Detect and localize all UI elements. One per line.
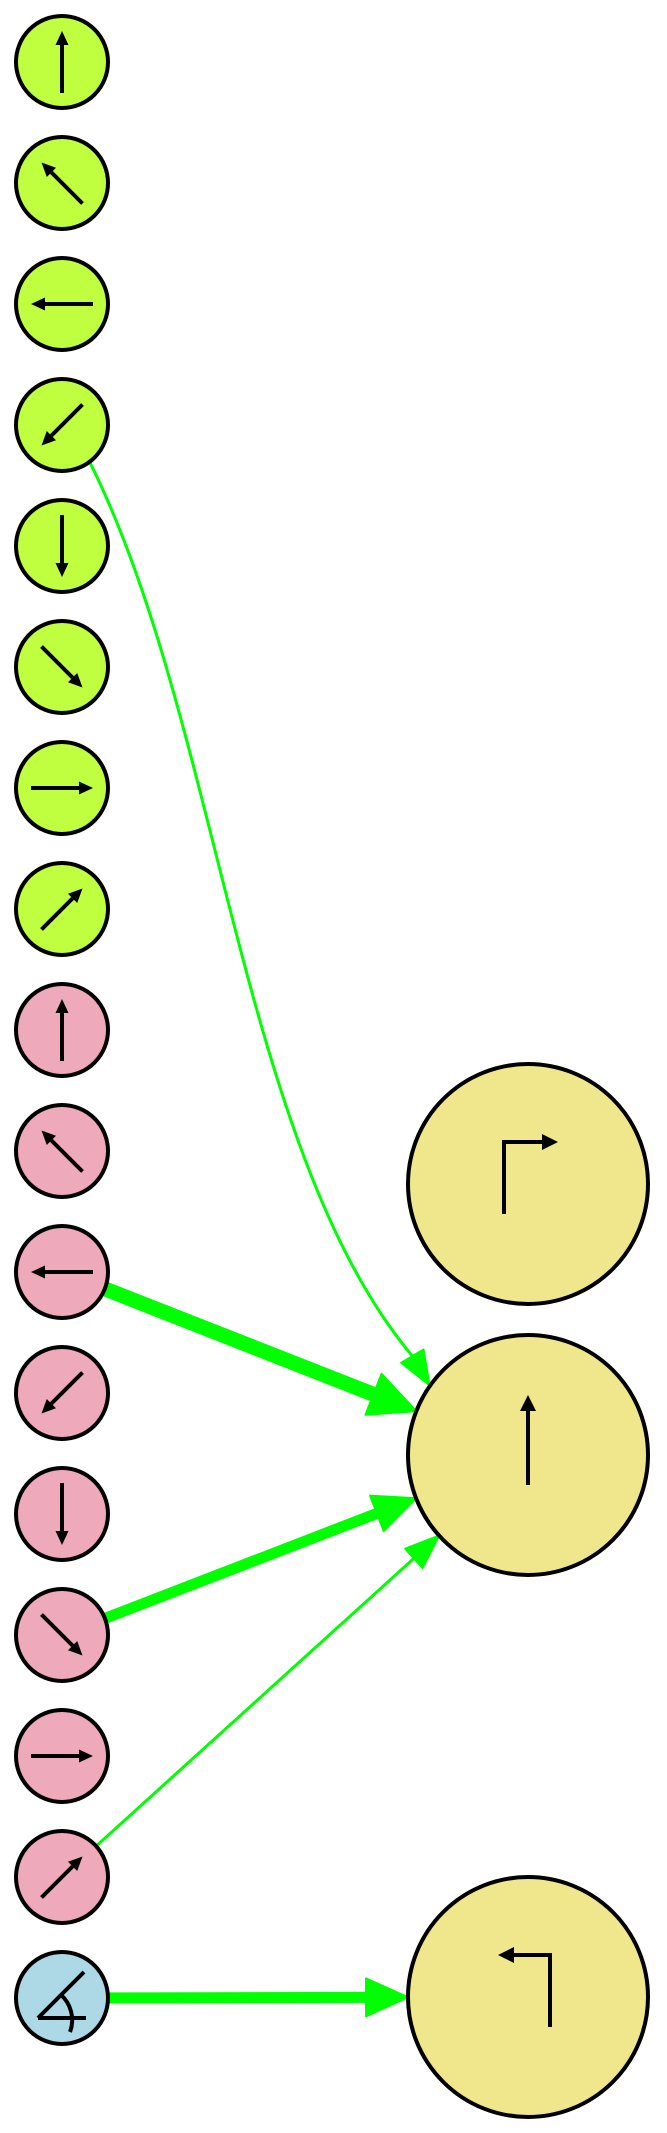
edge-line [88,460,414,1358]
node-pink-right [14,1708,110,1804]
edge-arrowhead [364,1977,410,2018]
arrow-up-left-icon [41,162,84,205]
angle-icon [36,1970,86,2033]
edge-blue-angle-to-out-turn-left [102,1977,410,2018]
edge-pink-down-right-to-out-straight [99,1494,418,1624]
edge-lime-down-left-to-out-straight [88,460,431,1387]
edge-pink-up-right-to-out-straight [94,1534,441,1848]
edge-line [102,1991,372,2004]
node-blue-angle [14,1950,110,2046]
node-lime-down-left [14,377,110,473]
edge-line [99,1507,383,1624]
node-pink-up [14,982,110,1078]
edge-line [94,1556,416,1848]
node-lime-down [14,498,110,594]
arrow-down-icon [55,515,69,577]
nodes-layer [14,14,650,2119]
arrow-down-left-icon [41,1371,84,1414]
node-out-straight [406,1333,650,1577]
node-circle [406,1062,650,1306]
arrow-up-right-icon [40,1856,83,1899]
turn-right-icon [502,1134,558,1214]
node-pink-down [14,1466,110,1562]
edge-arrowhead [400,1348,431,1387]
arrow-left-icon [31,1265,93,1279]
node-circle [406,1875,650,2119]
arrow-up-right-icon [40,888,83,931]
node-lime-up-right [14,861,110,957]
node-lime-left [14,256,110,352]
node-out-turn-right [406,1062,650,1306]
node-out-turn-left [406,1875,650,2119]
edge-arrowhead [404,1534,441,1570]
arrow-right-icon [31,1749,93,1763]
edge-line [97,1281,381,1402]
node-pink-up-left [14,1103,110,1199]
edge-pink-left-to-out-straight [97,1281,418,1416]
arrow-down-left-icon [41,403,84,446]
arrow-left-icon [31,297,93,311]
node-pink-down-right [14,1587,110,1683]
straight-icon [520,1395,536,1485]
arrow-up-icon [55,999,69,1061]
arrow-down-icon [55,1483,69,1545]
node-pink-down-left [14,1345,110,1441]
node-lime-up-left [14,135,110,231]
arrow-down-right-icon [40,1613,83,1656]
turn-left-icon [498,1947,552,2027]
node-lime-down-right [14,619,110,715]
node-lime-up [14,14,110,110]
arrow-right-icon [31,781,93,795]
edge-arrowhead [364,1372,418,1416]
arrow-up-left-icon [41,1130,84,1173]
node-pink-up-right [14,1829,110,1925]
arrow-down-right-icon [40,645,83,688]
edge-arrowhead [369,1494,418,1533]
node-lime-right [14,740,110,836]
arrow-up-icon [55,31,69,93]
node-pink-left [14,1224,110,1320]
edges-layer [88,460,441,2018]
